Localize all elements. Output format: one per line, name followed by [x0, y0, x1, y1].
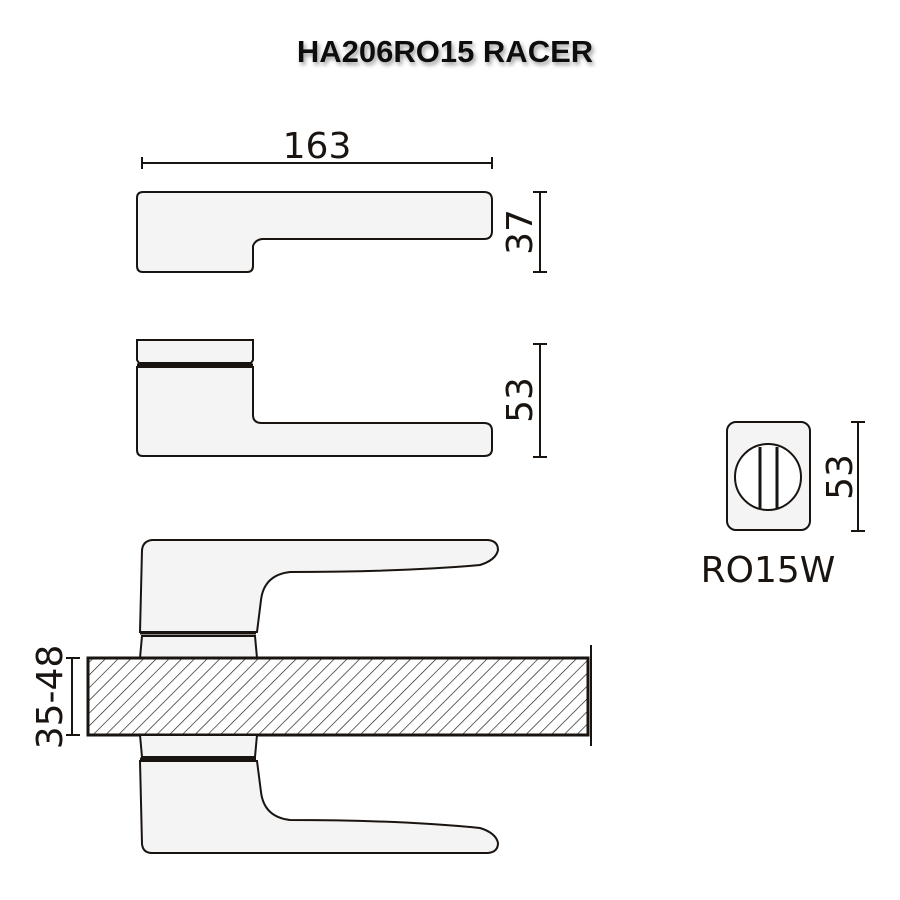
door-section [86, 656, 590, 737]
rose-label: RO15W [701, 550, 836, 591]
dimension-rose-height-label: 53 [820, 454, 861, 500]
dimension-rose-height: 53 [820, 421, 865, 532]
handle-top-view [136, 191, 493, 273]
dimension-length-label: 163 [283, 126, 352, 167]
handle-side-view [136, 339, 493, 457]
dimension-door-thickness-label: 35-48 [30, 645, 71, 750]
dimension-length: 163 [141, 126, 493, 169]
dimension-top-height-label: 37 [500, 209, 541, 255]
handle-installed-view [86, 539, 592, 854]
dimension-side-height-label: 53 [500, 377, 541, 423]
drawing-title: HA206RO15 RACER [297, 34, 593, 69]
dimension-door-thickness: 35-48 [30, 645, 80, 750]
dimension-side-height: 53 [500, 343, 547, 458]
rose-ro15w [726, 421, 811, 531]
dimension-top-height: 37 [500, 191, 547, 273]
